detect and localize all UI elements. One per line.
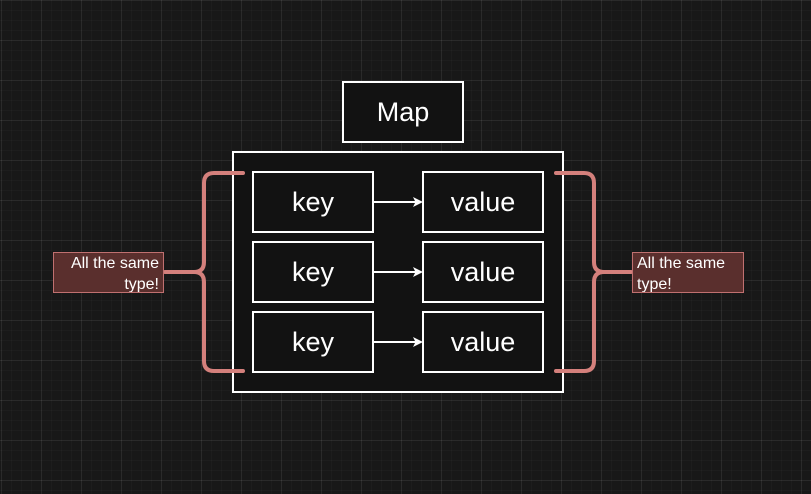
annotation-left-text: All the same type! [70,255,159,293]
value-box-1[interactable]: value [422,171,544,233]
annotation-left[interactable]: All the same type! [53,252,164,293]
annotation-right-text: All the same type! [637,255,726,293]
map-title-label: Map [376,96,430,127]
key-label-2: key [291,256,335,287]
key-box-3[interactable]: key [252,311,374,373]
key-label-3: key [291,326,335,357]
value-box-2[interactable]: value [422,241,544,303]
map-title-box[interactable]: Map [342,81,464,143]
value-label-1: value [450,186,516,217]
annotation-right[interactable]: All the same type! [632,252,744,293]
key-box-2[interactable]: key [252,241,374,303]
key-box-1[interactable]: key [252,171,374,233]
value-label-2: value [450,256,516,287]
key-label-1: key [291,186,335,217]
value-label-3: value [450,326,516,357]
value-box-3[interactable]: value [422,311,544,373]
